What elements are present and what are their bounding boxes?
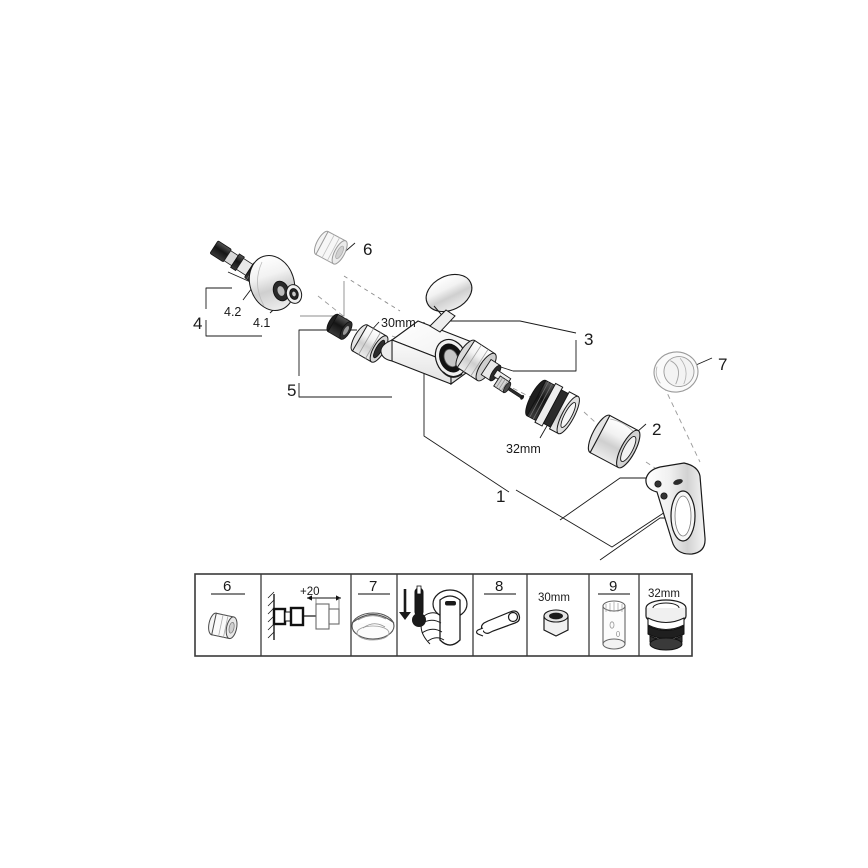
axis-nut-to-sleeve — [583, 411, 607, 433]
callout-7: 7 — [718, 355, 728, 374]
part-32mm-retaining-nut — [525, 379, 580, 435]
bracket-4 — [205, 287, 232, 309]
dimension-label-30mm: 30mm — [381, 316, 416, 330]
part-3-cartridge — [455, 339, 525, 400]
part-hex-nut-30mm — [350, 324, 389, 363]
legend-icon-hex-nut — [543, 609, 569, 637]
axis-washer-to-nut — [317, 295, 353, 324]
dimension-label-32mm: 32mm — [506, 442, 541, 456]
callout-6: 6 — [363, 240, 373, 259]
legend-table — [194, 573, 693, 657]
callout-1: 1 — [496, 487, 506, 506]
callout-3: 3 — [584, 330, 594, 349]
axis-cart-to-nut — [496, 379, 537, 401]
axis-6-dashed — [343, 275, 401, 312]
legend-caption-8: 8 — [495, 578, 504, 595]
legend-caption-9: 9 — [609, 578, 618, 595]
legend-icon-cap-cover — [351, 593, 395, 641]
legend-caption-30mm: 30mm — [538, 592, 570, 604]
callout-2: 2 — [652, 420, 662, 439]
bracket-3-mid — [513, 340, 577, 372]
callout-4-2: 4.2 — [224, 305, 242, 319]
bracket-6-lower — [300, 281, 345, 317]
lever-handle — [645, 462, 706, 555]
legend-caption-offset: +20 — [300, 586, 320, 598]
legend-icon-sleeve-bushing — [208, 593, 245, 640]
callout-5: 5 — [287, 381, 297, 400]
legend-caption-7: 7 — [369, 578, 378, 595]
part-2-handle-sleeve — [587, 414, 641, 469]
legend-icon-open-end-wrench — [475, 593, 521, 637]
callout-4: 4 — [193, 314, 203, 333]
legend-caption-32mm: 32mm — [648, 588, 680, 600]
part-escutcheon — [248, 255, 296, 311]
part-seal-washer — [285, 284, 303, 304]
bracket-3-upper — [440, 320, 577, 334]
part-6-extension-sleeve — [313, 230, 348, 265]
part-7-cap — [653, 351, 699, 393]
bracket-4-stem — [205, 320, 262, 337]
axis-cap-to-lever — [659, 377, 701, 463]
legend-icon-wall-mount-offset — [267, 591, 341, 640]
bracket-5 — [298, 329, 357, 376]
callout-4-1: 4.1 — [253, 316, 271, 330]
bracket-5-lower — [298, 383, 392, 398]
part-check-valve — [326, 313, 353, 340]
legend-icon-threaded-cartridge — [645, 599, 687, 651]
legend-icon-thermometer-hand-lever — [399, 585, 468, 646]
legend-caption-6: 6 — [223, 578, 232, 595]
legend-icon-cartridge-sleeve — [598, 593, 630, 650]
